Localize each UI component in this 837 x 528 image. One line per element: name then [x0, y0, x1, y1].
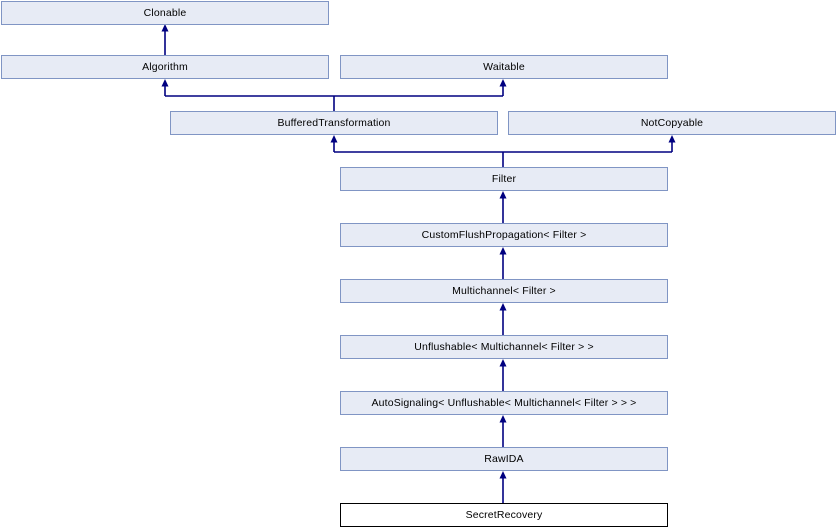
- class-node-label: BufferedTransformation: [277, 116, 391, 129]
- class-node-autosignaling[interactable]: AutoSignaling< Unflushable< Multichannel…: [340, 391, 668, 415]
- edge-filter-parents: [330, 135, 676, 167]
- edge-customflushpropagation-filter: [499, 191, 507, 223]
- edge-unflushable-multichannel: [499, 303, 507, 335]
- edge-secretrecovery-rawida: [499, 471, 507, 503]
- edge-bufferedtransformation-parents: [161, 79, 507, 111]
- class-node-customflushpropagation[interactable]: CustomFlushPropagation< Filter >: [340, 223, 668, 247]
- class-node-label: NotCopyable: [640, 116, 704, 129]
- edge-autosignaling-unflushable: [499, 359, 507, 391]
- edge-rawida-autosignaling: [499, 415, 507, 447]
- class-node-label: Waitable: [483, 60, 525, 73]
- class-node-label: CustomFlushPropagation< Filter >: [421, 228, 587, 241]
- class-node-label: RawIDA: [484, 452, 524, 465]
- class-node-label: Unflushable< Multichannel< Filter > >: [414, 340, 594, 353]
- class-node-secretrecovery[interactable]: SecretRecovery: [340, 503, 668, 527]
- class-node-unflushable[interactable]: Unflushable< Multichannel< Filter > >: [340, 335, 668, 359]
- class-node-label: SecretRecovery: [465, 508, 543, 521]
- edge-algorithm-clonable: [161, 24, 169, 55]
- class-node-waitable[interactable]: Waitable: [340, 55, 668, 79]
- class-node-notcopyable[interactable]: NotCopyable: [508, 111, 836, 135]
- class-node-rawida[interactable]: RawIDA: [340, 447, 668, 471]
- class-node-clonable[interactable]: Clonable: [1, 1, 329, 25]
- class-node-label: Clonable: [143, 6, 187, 19]
- class-node-algorithm[interactable]: Algorithm: [1, 55, 329, 79]
- class-node-bufferedtransformation[interactable]: BufferedTransformation: [170, 111, 498, 135]
- class-node-filter[interactable]: Filter: [340, 167, 668, 191]
- class-node-multichannel[interactable]: Multichannel< Filter >: [340, 279, 668, 303]
- class-node-label: Algorithm: [142, 60, 188, 73]
- class-node-label: Multichannel< Filter >: [452, 284, 556, 297]
- class-node-label: Filter: [491, 172, 517, 185]
- edge-multichannel-customflushpropagation: [499, 247, 507, 279]
- class-node-label: AutoSignaling< Unflushable< Multichannel…: [371, 396, 637, 409]
